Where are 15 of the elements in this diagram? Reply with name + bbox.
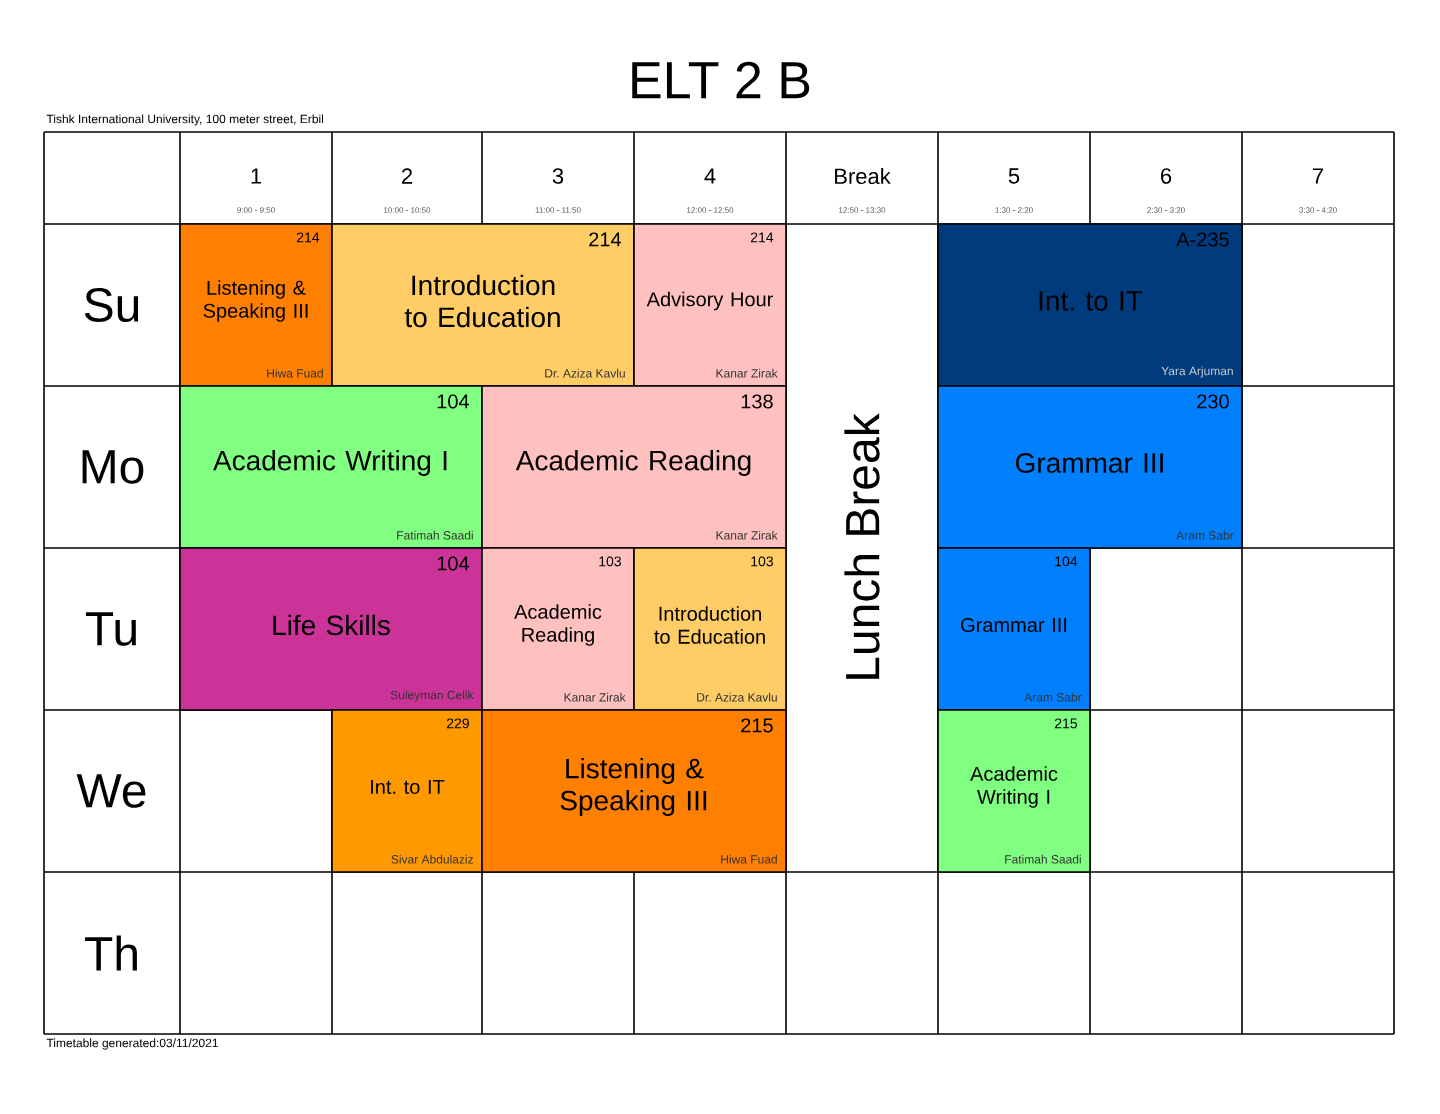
title: ELT 2 B (632, 61, 810, 99)
day-label: Th (85, 935, 137, 971)
period-number: 6 (1161, 168, 1172, 184)
day-label: Mo (82, 450, 144, 484)
period-number: 5 (1008, 168, 1020, 184)
day-label: We (76, 774, 146, 808)
period-number: 1 (251, 168, 262, 184)
period-number: Break (835, 167, 891, 185)
break-cell: Lunch Break (844, 413, 880, 679)
period-number: 7 (1313, 168, 1324, 184)
day-label: Tu (85, 612, 136, 646)
period-number: 2 (402, 168, 412, 184)
period-number: 4 (704, 168, 716, 184)
period-number: 3 (552, 168, 564, 184)
day-label: Su (84, 288, 139, 322)
